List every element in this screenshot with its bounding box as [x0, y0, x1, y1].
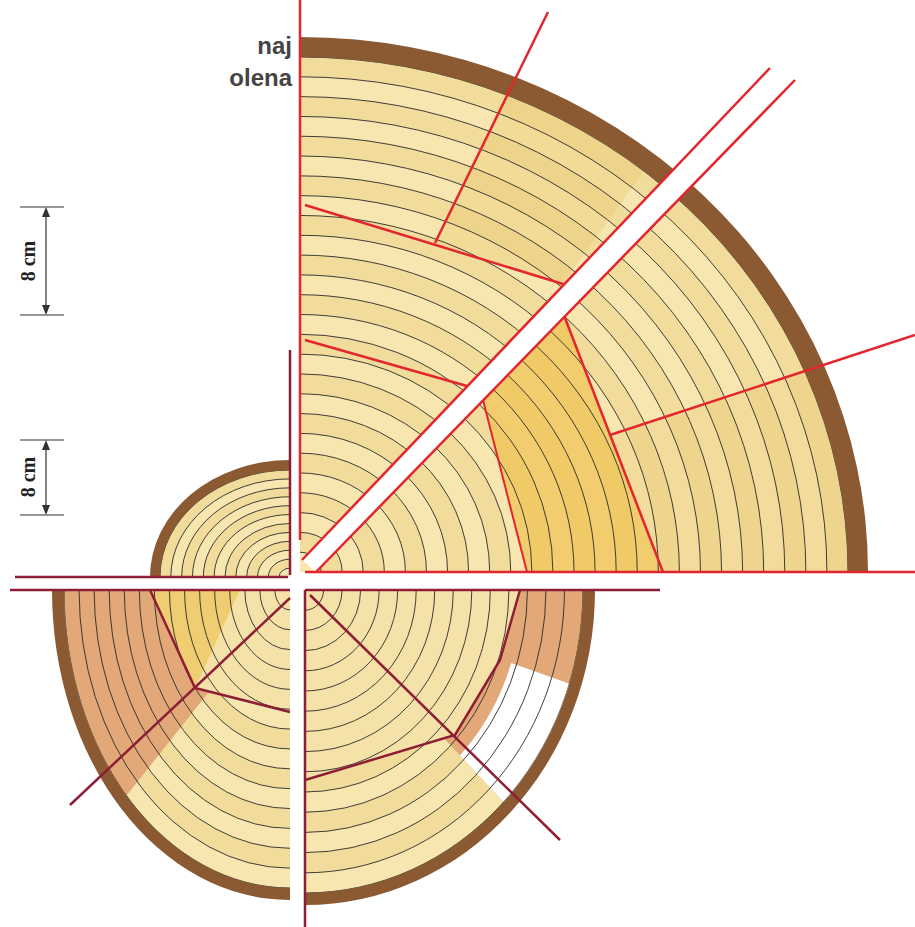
cut-line	[289, 350, 292, 575]
highlighted-piece	[150, 590, 240, 688]
dimension-extension-line	[20, 206, 64, 207]
heading-fragment: olena	[229, 64, 292, 92]
cut-line	[304, 590, 307, 927]
growth-ring	[0, 156, 743, 927]
growth-ring	[0, 97, 806, 927]
dimension-line	[45, 448, 46, 507]
wood	[0, 12, 915, 927]
cut-line	[610, 335, 915, 435]
heartwood	[150, 590, 290, 712]
growth-ring	[0, 136, 764, 927]
dimension-label: 8 cm	[17, 457, 39, 498]
dimension-extension-line	[20, 514, 64, 515]
sapwood-band	[0, 590, 290, 864]
growth-ring	[0, 77, 827, 927]
cut-line	[316, 80, 795, 572]
cut-line	[150, 590, 290, 712]
cut-line	[302, 68, 770, 560]
cut-line	[305, 571, 915, 574]
growth-band	[0, 176, 722, 927]
cut-line	[483, 400, 527, 572]
cut-line	[305, 340, 467, 386]
heading-fragment: naj	[257, 32, 292, 60]
growth-ring	[0, 176, 722, 927]
dimension-arrowhead	[42, 207, 50, 217]
growth-ring	[0, 57, 848, 927]
cut-line	[305, 590, 520, 780]
cut-line	[299, 0, 302, 540]
cut-line	[305, 589, 660, 592]
dimension-arrowhead	[42, 440, 50, 450]
growth-band	[0, 156, 743, 927]
cut-line	[310, 595, 560, 840]
dimension-extension-line	[20, 439, 64, 440]
dimension-line	[45, 215, 46, 307]
cut-line	[565, 318, 663, 572]
saw-gap	[302, 68, 795, 572]
dimension-label: 8 cm	[17, 241, 39, 282]
cut-line	[15, 576, 288, 579]
dimension-arrowhead	[42, 505, 50, 515]
dimension-arrowhead	[42, 305, 50, 315]
cut-line	[305, 205, 563, 284]
cut-line	[435, 12, 548, 243]
cut-line	[70, 598, 290, 805]
growth-band	[0, 196, 700, 927]
growth-ring	[0, 196, 700, 927]
growth-ring	[0, 116, 785, 927]
dimension-extension-line	[20, 314, 64, 315]
